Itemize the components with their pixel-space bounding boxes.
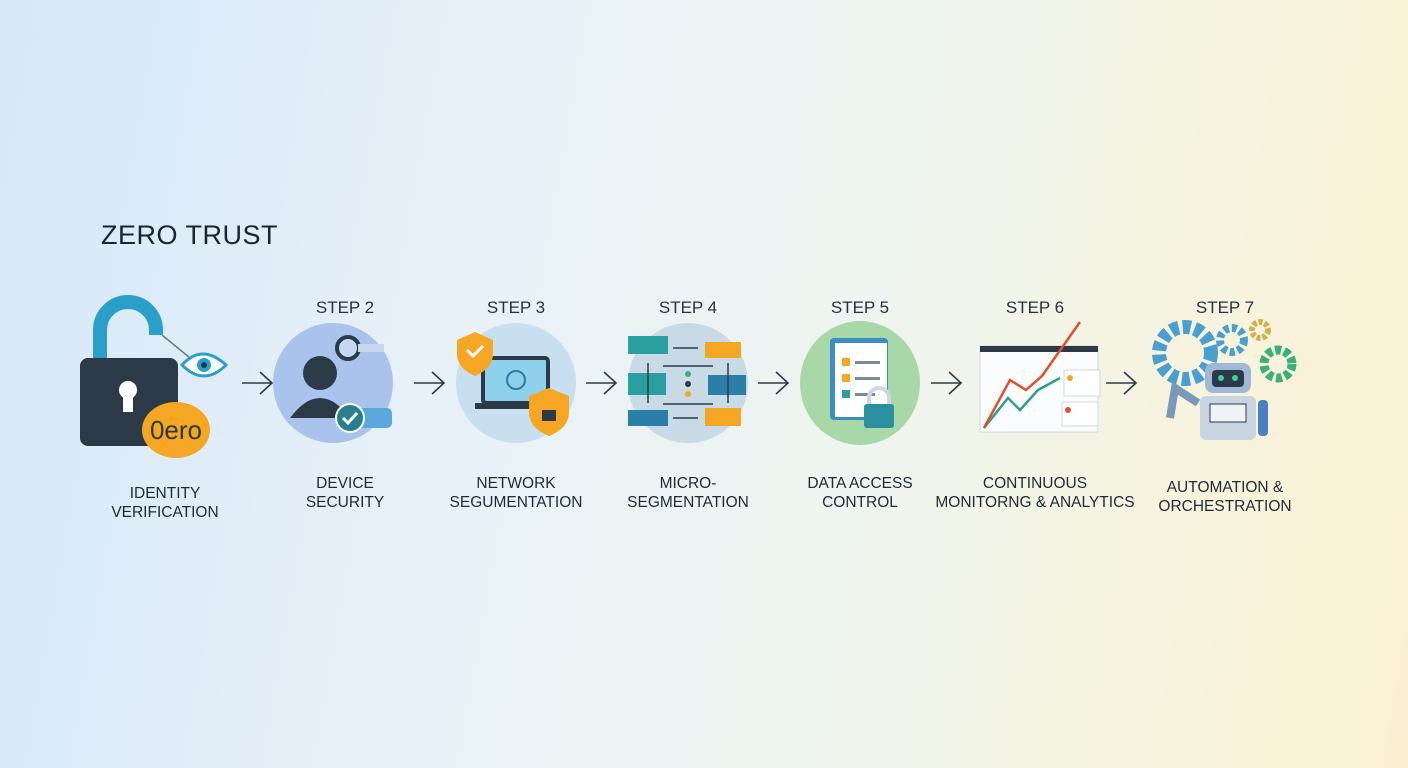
step-label: STEP 6 bbox=[1005, 298, 1065, 317]
step-label: STEP 3 bbox=[486, 298, 546, 317]
step-label: STEP 4 bbox=[658, 298, 718, 317]
step-name: MICRO-SEGMENTATION bbox=[627, 475, 749, 511]
network-firewall-icon bbox=[628, 323, 748, 443]
zero-badge: 0ero bbox=[142, 402, 210, 458]
step-label: STEP 2 bbox=[315, 298, 375, 317]
arrow-right-icon bbox=[758, 371, 790, 395]
arrow-right-icon bbox=[414, 371, 446, 395]
document-lock-icon bbox=[800, 321, 920, 445]
user-key-icon bbox=[273, 323, 393, 443]
analytics-chart-icon bbox=[979, 321, 1101, 433]
arrow-right-icon bbox=[586, 371, 618, 395]
laptop-shields-icon bbox=[456, 323, 576, 443]
arrow-right-icon bbox=[1106, 371, 1138, 395]
step-label: STEP 7 bbox=[1195, 298, 1255, 317]
page-title: ZERO TRUST bbox=[101, 220, 279, 250]
arrow-right-icon bbox=[931, 371, 963, 395]
arrow-right-icon bbox=[242, 371, 274, 395]
robot-gears-icon bbox=[1152, 319, 1297, 440]
step-label: STEP 5 bbox=[830, 298, 890, 317]
step-name: AUTOMATION &ORCHESTRATION bbox=[1158, 479, 1292, 515]
